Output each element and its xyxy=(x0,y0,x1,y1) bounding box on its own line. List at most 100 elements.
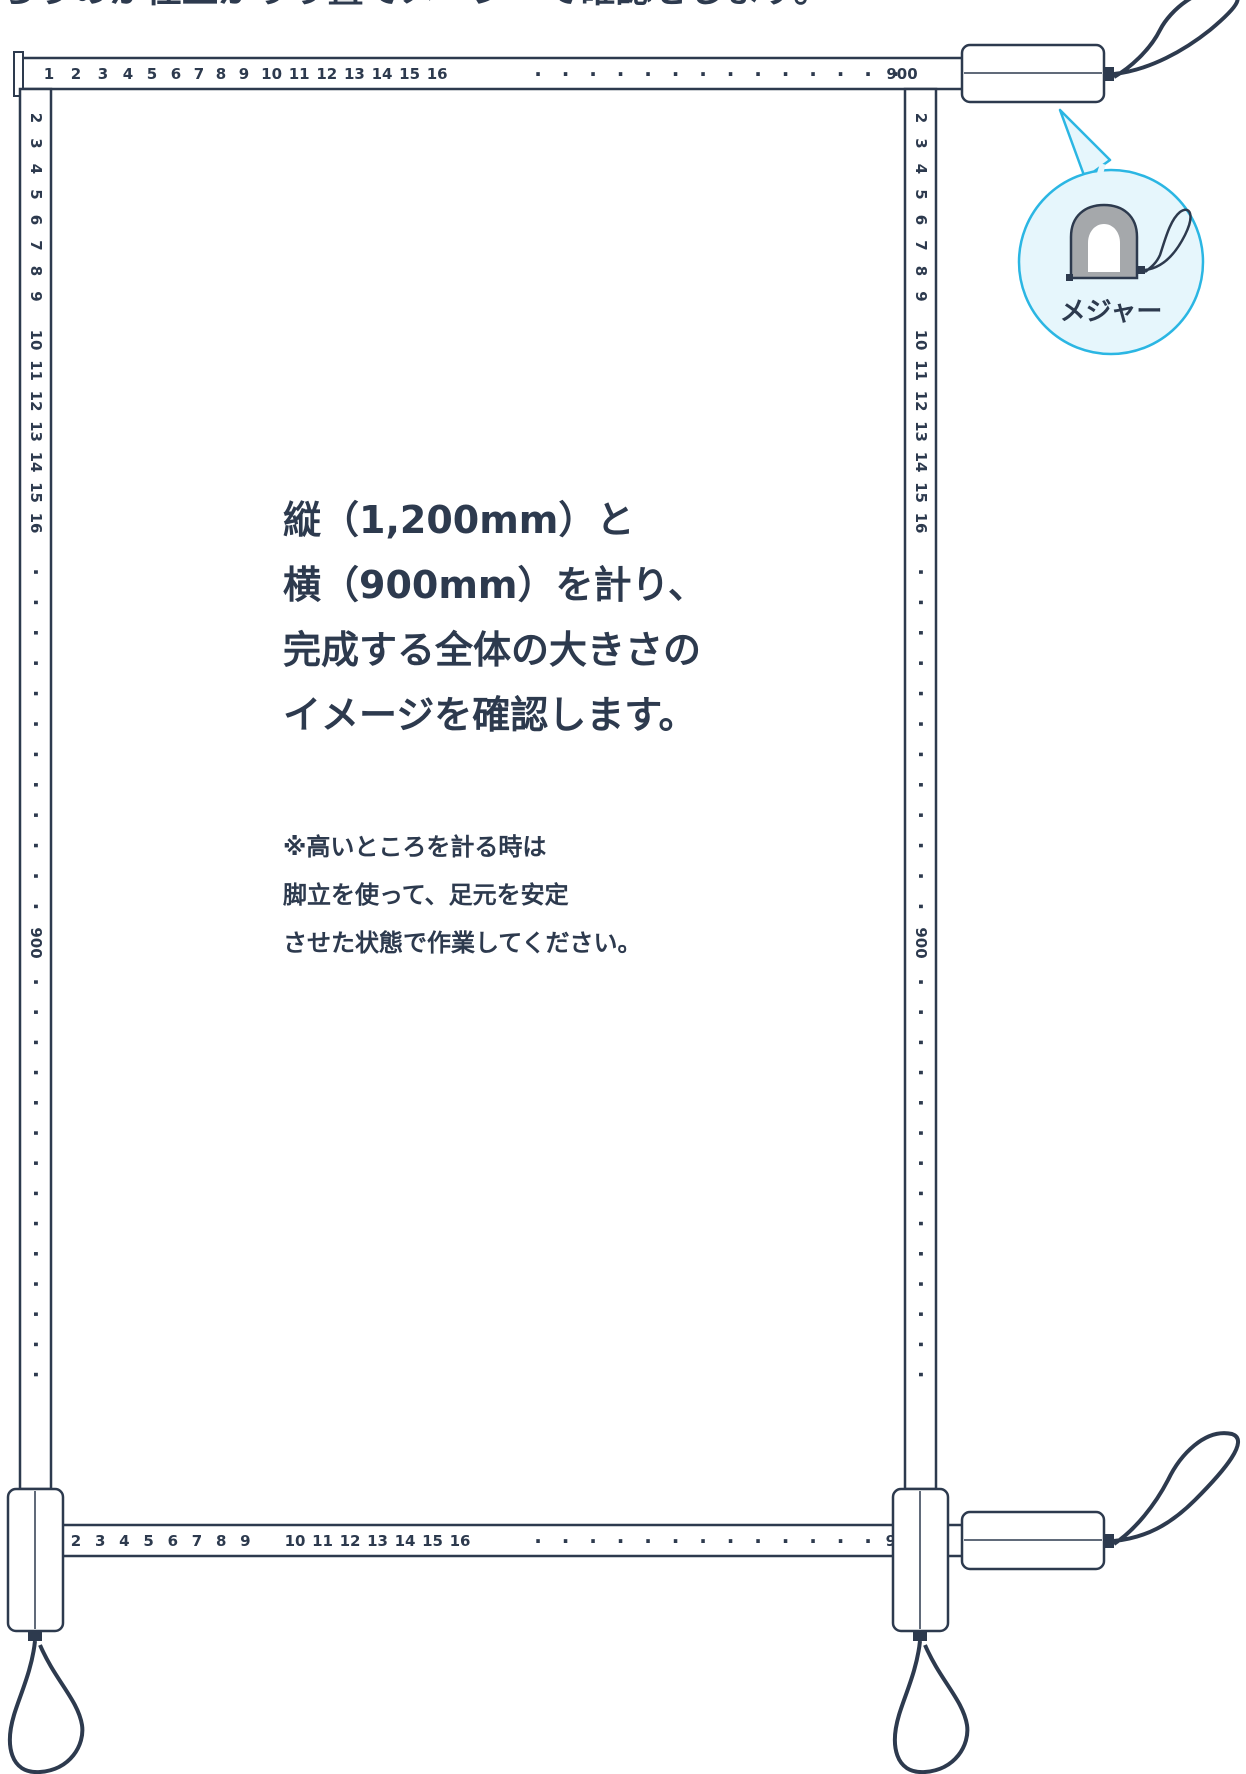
tape-measure-icon xyxy=(1066,203,1192,281)
tape-tick-label: · xyxy=(24,690,48,698)
instruction-line-4: イメージを確認します。 xyxy=(283,693,697,737)
tape-tick-label: 2 xyxy=(27,113,45,123)
tape-tick-label: · xyxy=(909,842,933,850)
tape-tick-label: · xyxy=(24,1310,48,1318)
tape-tick-label: · xyxy=(24,629,48,637)
tape-tick-label: · xyxy=(672,1529,680,1553)
tape-tick-label: 16 xyxy=(912,513,930,534)
tape-tick-label: 15 xyxy=(399,65,420,83)
tape-tick-label: · xyxy=(909,1190,933,1198)
tape-tick-label: 9 xyxy=(239,65,249,83)
tape-tick-label: · xyxy=(534,62,542,86)
instruction-line-1: 縦（1,200mm）と xyxy=(283,498,635,542)
tape-tick-label: 7 xyxy=(194,65,204,83)
tape-tick-label: 9 xyxy=(912,291,930,301)
safety-note: ※高いところを計る時は 脚立を使って、足元を安定 させた状態で作業してください。 xyxy=(283,823,883,967)
tape-tick-label: · xyxy=(24,720,48,728)
tape-tick-label: 6 xyxy=(912,215,930,225)
right-tape: 2345678910111213141516············900···… xyxy=(903,87,938,1557)
tape-tick-label: 5 xyxy=(912,189,930,199)
tape-tick-label: 12 xyxy=(340,1532,361,1550)
tape-tick-label: 13 xyxy=(27,421,45,442)
tape-tick-label: 16 xyxy=(427,65,448,83)
tape-tick-label: · xyxy=(562,62,570,86)
tape-tick-label: · xyxy=(892,62,900,86)
tape-case-bottom-center xyxy=(891,1487,970,1774)
tape-tick-label: · xyxy=(909,1099,933,1107)
tape-tick-label: · xyxy=(909,1069,933,1077)
tape-tick-label: · xyxy=(24,1129,48,1137)
tape-tick-label: · xyxy=(644,62,652,86)
tape-tick-label: 8 xyxy=(216,1532,226,1550)
tape-tick-label: · xyxy=(909,1341,933,1349)
tape-tick-label: · xyxy=(617,62,625,86)
tape-tick-label: 3 xyxy=(912,138,930,148)
tape-tick-label: 12 xyxy=(316,65,337,83)
tape-tick-label: 13 xyxy=(367,1532,388,1550)
tape-tick-label: · xyxy=(754,62,762,86)
tape-tick-label: · xyxy=(699,1529,707,1553)
tape-tick-label: 3 xyxy=(98,65,108,83)
header-text-cropped: らうのか仕上がりり置でメージーで確認をします。 xyxy=(0,0,830,11)
tape-tick-label: · xyxy=(24,842,48,850)
tape-tick-label: 8 xyxy=(27,266,45,276)
tape-tick-label: · xyxy=(24,1280,48,1288)
tape-tick-label: 10 xyxy=(27,330,45,351)
tape-tick-label: 4 xyxy=(119,1532,129,1550)
tape-tick-label: · xyxy=(909,903,933,911)
tape-tick-label: 8 xyxy=(912,266,930,276)
tape-tick-label: 15 xyxy=(422,1532,443,1550)
tape-tick-label: · xyxy=(909,659,933,667)
tape-tick-label: · xyxy=(24,872,48,880)
left-tape: 2345678910111213141516············900···… xyxy=(18,87,53,1557)
tape-tick-label: 13 xyxy=(344,65,365,83)
tape-tick-label: · xyxy=(672,62,680,86)
tape-tick-label: · xyxy=(24,568,48,576)
instruction-line-3: 完成する全体の大きさの xyxy=(283,628,702,672)
tape-tick-label: · xyxy=(24,781,48,789)
tape-tick-label: · xyxy=(909,1250,933,1258)
tape-tick-label: · xyxy=(534,1529,542,1553)
tape-tick-label: · xyxy=(909,599,933,607)
tape-measure-callout: メジャー xyxy=(1017,108,1205,356)
tape-tick-label: 14 xyxy=(395,1532,416,1550)
tape-tick-label: 16 xyxy=(27,513,45,534)
tape-tick-label: · xyxy=(24,1159,48,1167)
tape-tick-label: · xyxy=(782,62,790,86)
tape-tick-label: 2 xyxy=(71,65,81,83)
tape-tick-label: 9 xyxy=(27,291,45,301)
tape-tick-label: · xyxy=(24,659,48,667)
tape-tick-label: 4 xyxy=(27,164,45,174)
tape-tick-label: · xyxy=(24,751,48,759)
tape-tick-label: 5 xyxy=(27,189,45,199)
tape-tick-label: 1 xyxy=(44,65,54,83)
tape-tick-label: · xyxy=(909,1310,933,1318)
tape-tick-label: · xyxy=(727,1529,735,1553)
tape-tick-label: · xyxy=(617,1529,625,1553)
tape-tick-label: 12 xyxy=(912,391,930,412)
instruction-block: 縦（1,200mm）と 横（900mm）を計り、 完成する全体の大きさの イメー… xyxy=(283,488,883,967)
tape-tick-label: · xyxy=(909,1220,933,1228)
tape-tick-label: 6 xyxy=(171,65,181,83)
tape-tick-label: 10 xyxy=(261,65,282,83)
tape-tick-label: · xyxy=(909,1280,933,1288)
tape-tick-label: 11 xyxy=(312,1532,333,1550)
tape-tick-label: · xyxy=(24,1250,48,1258)
tape-tick-label: · xyxy=(909,1129,933,1137)
tape-tick-label: 10 xyxy=(285,1532,306,1550)
tape-tick-label: · xyxy=(909,1039,933,1047)
tape-tick-label: 15 xyxy=(912,482,930,503)
tape-tick-label: · xyxy=(909,690,933,698)
tape-tick-label: · xyxy=(837,1529,845,1553)
tape-tick-label: · xyxy=(24,1008,48,1016)
tape-tick-label: 7 xyxy=(912,240,930,250)
tape-tick-label: · xyxy=(909,978,933,986)
tape-tick-label: 8 xyxy=(216,65,226,83)
tape-tick-label: · xyxy=(837,62,845,86)
tape-tick-label: · xyxy=(909,751,933,759)
tape-tick-label: · xyxy=(24,1371,48,1379)
tape-tick-label: · xyxy=(809,62,817,86)
